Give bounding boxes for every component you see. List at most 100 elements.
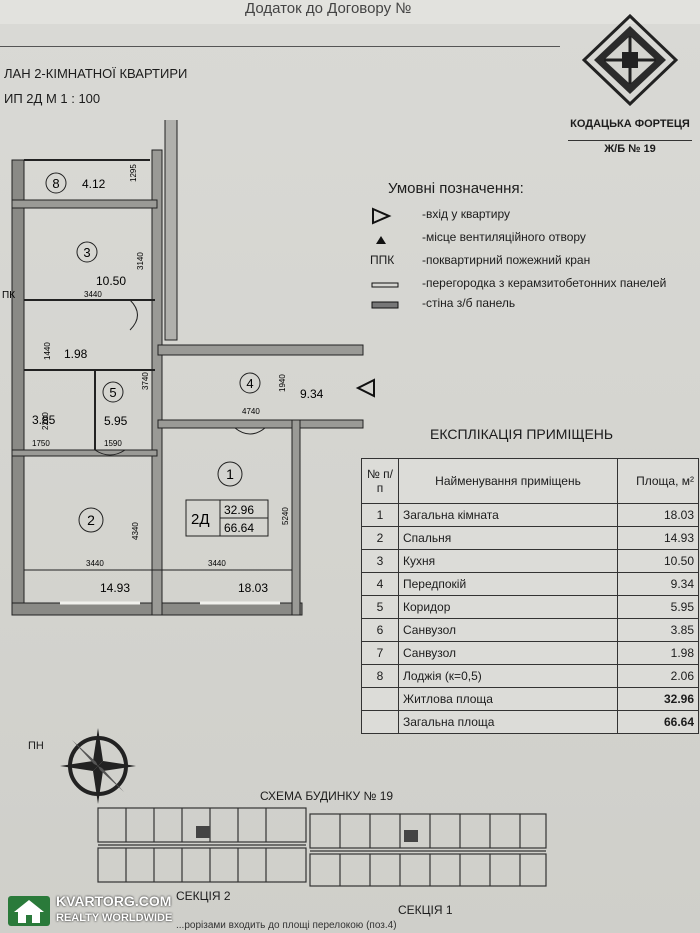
row-area: 14.93 [617,526,699,550]
legend-item-wall: -стіна з/б панель [370,296,515,317]
scheme-title: СХЕМА БУДИНКУ № 19 [260,789,394,803]
dim-4740: 4740 [242,407,260,416]
row-area: 18.03 [617,503,699,527]
wall-line-icon [371,301,399,309]
room-number-1: 1 [226,466,234,482]
room-number-5: 5 [109,385,116,400]
house-logo-icon [8,896,50,926]
dim-1750: 1750 [32,439,50,448]
dim-1940: 1940 [278,374,287,392]
dim-3440: 3440 [84,290,102,299]
row-name: Лоджія (к=0,5) [398,664,618,688]
row-area: 9.34 [617,572,699,596]
bedroom-top-wall [11,449,158,457]
row-num: 1 [361,503,399,527]
room-number-3: 3 [83,245,90,260]
living-value: 32.96 [617,687,699,711]
row-area: 2.06 [617,664,699,688]
balcony-wall [164,120,178,341]
room-area-6: 3.85 [32,413,56,427]
room-area-2: 14.93 [100,581,130,595]
compass-rose-icon [60,728,136,804]
ornament-logo-icon [582,14,678,106]
dim-1590: 1590 [104,439,122,448]
row-name: Спальня [398,526,618,550]
room-number-4: 4 [246,376,253,391]
entry-triangle-icon [355,378,375,398]
legend-item-fire-hydrant: ППК -поквартирний пожежний кран [370,253,590,267]
row-area: 1.98 [617,641,699,665]
row-area: 3.85 [617,618,699,642]
table-header-row: № п/п Найменування приміщень Площа, м² [361,458,699,504]
row-name: Коридор [398,595,618,619]
logo-house-number: Ж/Б № 19 [568,140,692,155]
room-number-2: 2 [87,512,95,528]
vent-triangle-icon [376,236,386,244]
row-name: Передпокій [398,572,618,596]
room-area-1: 18.03 [238,581,268,595]
total-label: Загальна площа [398,710,618,734]
compass-label: ПН [28,740,44,752]
row-num: 3 [361,549,399,573]
loggia-wall [11,199,158,209]
row-num: 2 [361,526,399,550]
explication-title: ЕКСПЛІКАЦІЯ ПРИМІЩЕНЬ [430,426,614,442]
top-strip: Додаток до Договору № [0,0,700,24]
row-num: 8 [361,664,399,688]
hall-bottom-wall [157,419,364,429]
outer-wall-left [11,159,25,616]
plan-title: ЛАН 2-КІМНАТНОЇ КВАРТИРИ [4,66,188,81]
room1-right-wall [291,419,301,616]
dim-3740: 3740 [141,372,150,390]
row-area: 10.50 [617,549,699,573]
room-area-8: 4.12 [82,177,106,191]
legend-text: -вхід у квартиру [422,207,511,221]
badge-type: 2Д [191,511,210,528]
logo-name: КОДАЦЬКА ФОРТЕЦЯ [570,118,690,130]
watermark: KVARTORG.COM REALTY WORLDWIDE [8,893,180,931]
badge-total: 66.64 [224,521,254,535]
dim-2200: 2200 [41,412,50,430]
room-area-4: 9.34 [300,387,324,401]
section-2-label: СЕКЦІЯ 2 [176,889,231,903]
room-area-7: 1.98 [64,347,88,361]
dim-3440-living: 3440 [208,559,226,568]
section-1-label: СЕКЦІЯ 1 [398,903,453,917]
row-name: Санвузол [398,641,618,665]
legend-item-entry: -вхід у квартиру [370,207,510,228]
row-num: 6 [361,618,399,642]
legend-text: -місце вентиляційного отвору [422,230,586,244]
legend-item-partition: -перегородка з керамзитобетонних панелей [370,276,666,297]
dim-3440-bedroom: 3440 [86,559,104,568]
side-label: ПК [2,290,15,301]
living-label: Житлова площа [398,687,618,711]
drawing-frame [0,46,560,921]
total-value: 66.64 [617,710,699,734]
plan-subtitle: ИП 2Д М 1 : 100 [4,91,101,106]
legend-text: -поквартирний пожежний кран [422,253,591,267]
entry-triangle-icon [372,207,392,225]
dim-1295: 1295 [129,164,138,182]
building-scheme [97,807,547,887]
room-area-3: 10.50 [96,274,126,288]
legend-item-vent: -місце вентиляційного отвору [370,230,586,251]
watermark-site: KVARTORG.COM [56,893,172,909]
watermark-tagline: REALTY WORLDWIDE [56,912,173,924]
legend-text: -стіна з/б панель [422,296,516,310]
col-header-num: № п/п [361,458,399,504]
dim-5240: 5240 [281,507,290,525]
dim-4340: 4340 [131,522,140,540]
partition-line-icon [371,282,399,288]
footnote: ...рорізами входить до площі перелокою (… [176,920,397,931]
row-name: Санвузол [398,618,618,642]
row-area: 5.95 [617,595,699,619]
inner-wall-vertical [151,149,163,616]
floor-plan: 8 4.12 3 10.50 1.98 5 5.95 3.85 4 9.34 1… [2,120,375,616]
